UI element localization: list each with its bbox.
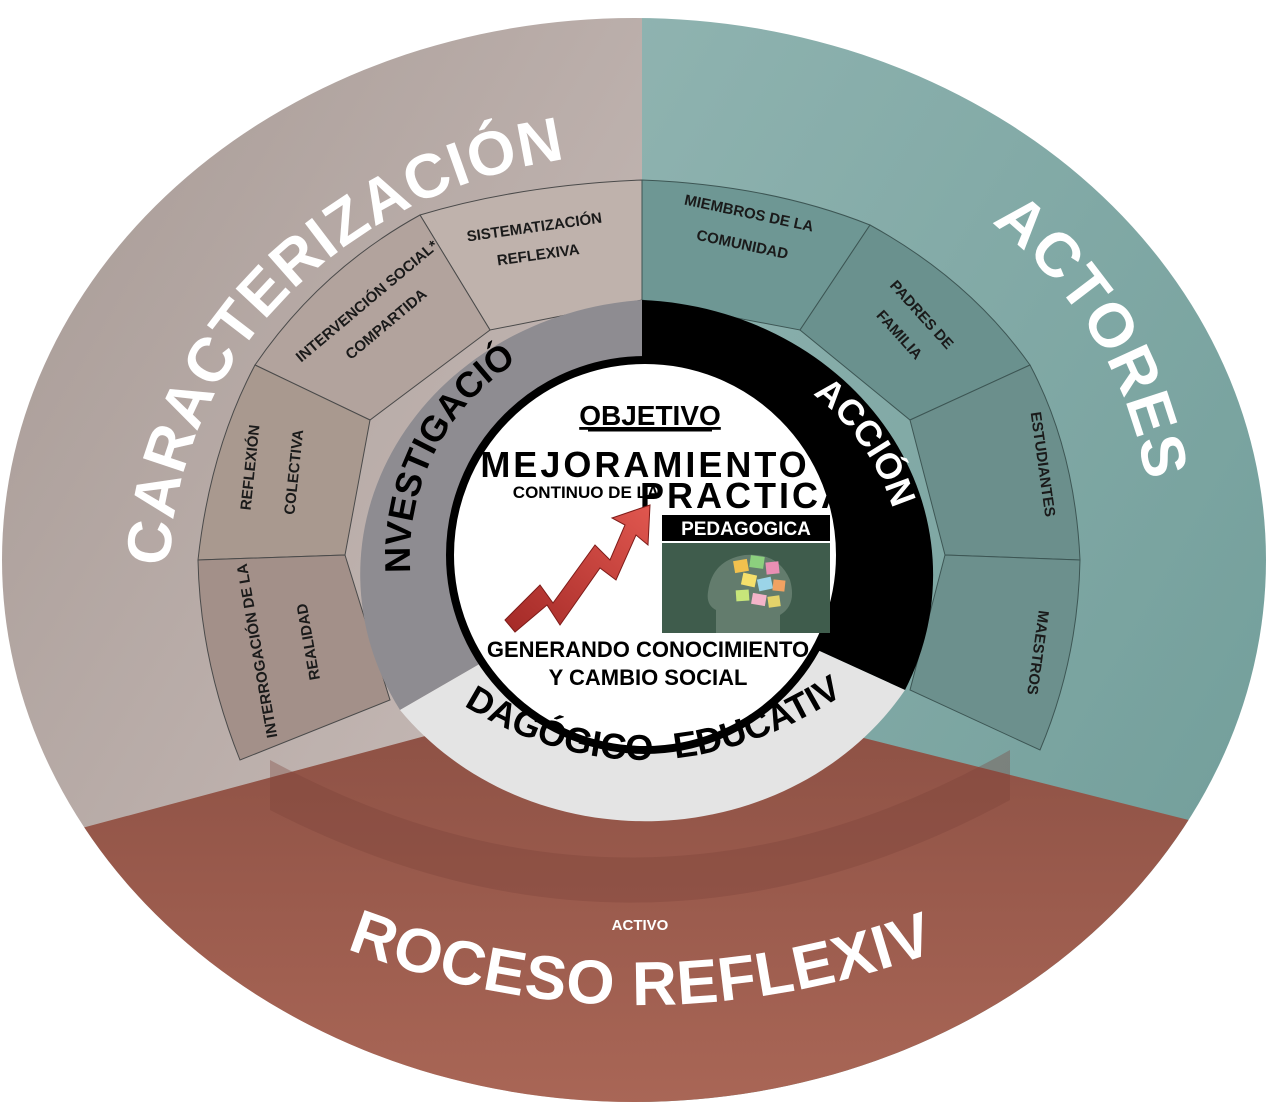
center-circle (446, 356, 844, 754)
segment-ring (197, 179, 1081, 761)
segment-interrogacion (197, 554, 391, 761)
segment-maestros (909, 554, 1081, 751)
pedagogica-text: PEDAGOGICA (681, 519, 811, 540)
head-silhouette-icon (707, 554, 793, 633)
proceso-reflexivo-sector (2, 680, 1266, 1102)
brain-board-illustration (662, 543, 830, 633)
pedagogica-bar (662, 515, 830, 541)
mejoramiento-text: MEJORAMIENTO (480, 444, 809, 485)
growth-arrow-icon (504, 504, 651, 633)
activo-label: ACTIVO (612, 917, 669, 934)
generando-text: GENERANDO CONOCIMIENTO (487, 637, 809, 662)
cambio-social-text: Y CAMBIO SOCIAL (549, 665, 748, 690)
objetivo-title: OBJETIVO (579, 400, 721, 431)
idea-notes-icon (733, 555, 786, 608)
proceso-shadow (270, 750, 1010, 903)
practica-text: PRACTICA (640, 475, 850, 516)
continuo-text: CONTINUO DE LA (513, 483, 659, 502)
